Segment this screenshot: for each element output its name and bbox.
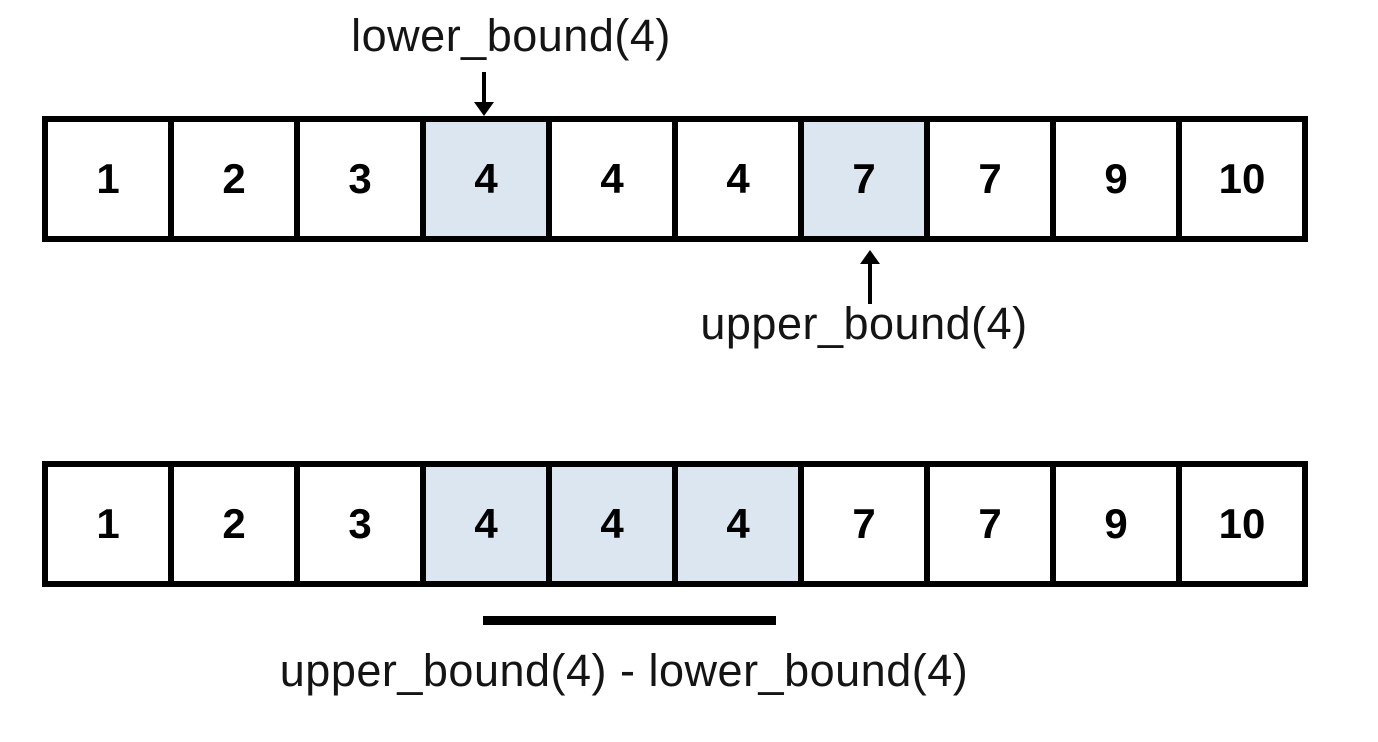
array-cell: 9 (1050, 461, 1182, 587)
array-cell: 2 (168, 461, 300, 587)
array-cell: 4 (546, 116, 678, 242)
array-cell: 4 (672, 116, 804, 242)
array-cell: 3 (294, 116, 426, 242)
array-cell-range: 4 (420, 461, 552, 587)
array-cell: 10 (1176, 116, 1308, 242)
array-cell: 10 (1176, 461, 1308, 587)
array-cell-lower-bound: 4 (420, 116, 552, 242)
array-cell: 1 (42, 116, 174, 242)
array-bottom: 1 2 3 4 4 4 7 7 9 10 (42, 461, 1308, 587)
array-cell: 9 (1050, 116, 1182, 242)
array-top: 1 2 3 4 4 4 7 7 9 10 (42, 116, 1308, 242)
array-cell-range: 4 (672, 461, 804, 587)
array-cell: 2 (168, 116, 300, 242)
upper-bound-label: upper_bound(4) (700, 298, 1028, 349)
up-arrow-icon (860, 250, 880, 304)
array-cell: 1 (42, 461, 174, 587)
array-cell: 3 (294, 461, 426, 587)
array-cell: 7 (924, 461, 1056, 587)
array-cell: 7 (798, 461, 930, 587)
array-cell-range: 4 (546, 461, 678, 587)
lower-bound-label: lower_bound(4) (351, 10, 671, 61)
range-underline (483, 616, 776, 625)
array-cell-upper-bound: 7 (798, 116, 930, 242)
array-cell: 7 (924, 116, 1056, 242)
down-arrow-icon (474, 72, 494, 116)
difference-label: upper_bound(4) - lower_bound(4) (279, 645, 969, 696)
